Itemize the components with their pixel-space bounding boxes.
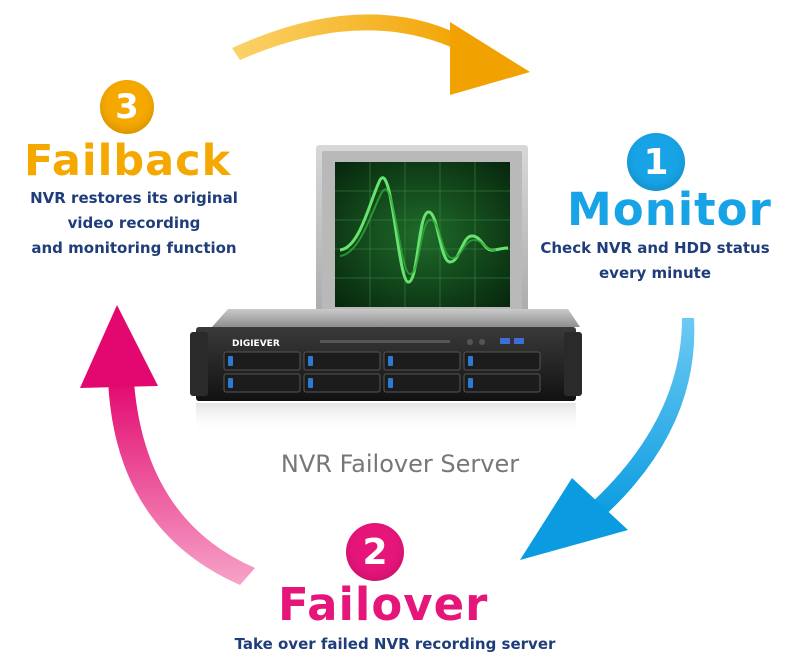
step-2-number: 2	[362, 531, 388, 573]
failback-desc-line-3: and monitoring function	[31, 239, 237, 257]
curved-arrow-failback-to-monitor	[232, 14, 530, 95]
monitor-desc-line-2: every minute	[599, 264, 711, 282]
failback-desc-line-2: video recording	[67, 214, 201, 232]
step-1-number: 1	[643, 141, 669, 183]
failback-title: Failback	[24, 136, 232, 186]
failback-desc-line-1: NVR restores its original	[30, 189, 238, 207]
server-brand-label: DIGIEVER	[232, 339, 280, 349]
monitor-description: Check NVR and HDD status every minute	[530, 236, 780, 286]
step-3-badge: 3	[100, 80, 154, 134]
failover-desc-line-1: Take over failed NVR recording server	[234, 635, 556, 653]
curved-arrow-failover-to-failback	[80, 305, 255, 585]
failback-description: NVR restores its original video recordin…	[14, 186, 254, 261]
step-3-number: 3	[115, 87, 139, 127]
monitor-title: Monitor	[567, 183, 772, 236]
failover-description: Take over failed NVR recording server	[180, 632, 610, 657]
curved-arrow-monitor-to-failover	[520, 318, 695, 560]
crt-monitor-with-waveform-icon	[316, 145, 528, 323]
drive-bays	[223, 351, 541, 393]
step-2-badge: 2	[346, 523, 404, 581]
monitor-desc-line-1: Check NVR and HDD status	[540, 239, 770, 257]
step-1-badge: 1	[627, 133, 685, 191]
failover-title: Failover	[278, 578, 489, 631]
rackmount-nvr-server-icon: DIGIEVER	[190, 309, 582, 433]
server-caption: NVR Failover Server	[280, 450, 520, 478]
